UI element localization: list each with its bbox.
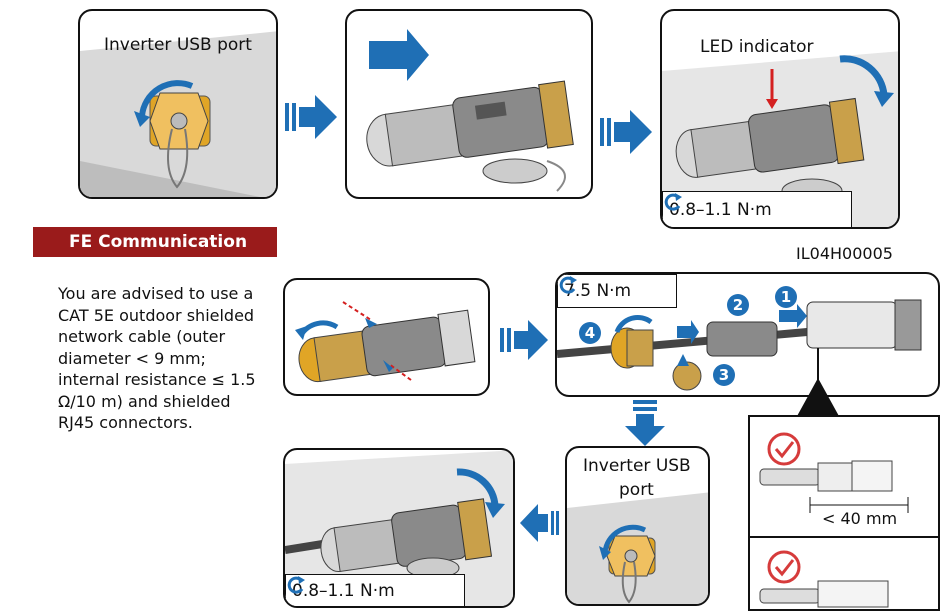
- figure-code: IL04H00005: [796, 244, 893, 263]
- torque-box: 0.8–1.1 N·m: [285, 574, 465, 606]
- final-connector-illustration: [285, 450, 513, 606]
- rotate-clockwise-icon: [664, 193, 682, 211]
- next-step-arrow: [500, 320, 548, 360]
- rj45-check-illustration: [750, 432, 938, 608]
- torque-box: 0.8–1.1 N·m: [662, 191, 852, 227]
- step-badge-4: 4: [579, 322, 601, 344]
- step-badge-2: 2: [727, 294, 749, 316]
- next-step-arrow: [600, 110, 652, 154]
- next-step-arrow: [285, 95, 337, 139]
- length-measure-label: < 40 mm: [822, 509, 898, 528]
- step5-panel: 7.5 N·m 1 2 3 4: [555, 272, 940, 397]
- rotate-clockwise-icon: [559, 276, 577, 294]
- description-text: You are advised to use a CAT 5E outdoor …: [58, 284, 256, 432]
- step3-panel: LED indicator 0.8–1.1 N·m: [660, 9, 900, 229]
- torque-value: 0.8–1.1 N·m: [669, 200, 772, 220]
- next-step-arrow-left: [520, 504, 559, 542]
- rotate-clockwise-icon: [287, 576, 305, 594]
- usb-port-label: Inverter USB port: [104, 35, 252, 55]
- usb-port-label-line2: port: [619, 480, 654, 500]
- step-badge-1: 1: [775, 286, 797, 308]
- step6-panel: Inverter USB port: [565, 446, 710, 606]
- section-title: FE Communication: [33, 227, 277, 257]
- connector-disassembly-illustration: [295, 301, 476, 383]
- step7-panel: 0.8–1.1 N·m: [283, 448, 515, 608]
- connector-illustration: [366, 29, 574, 192]
- torque-value: 0.8–1.1 N·m: [292, 581, 395, 601]
- step1-panel: Inverter USB port: [78, 9, 278, 199]
- callout-pointer: [796, 348, 840, 418]
- usb-port-illustration: [567, 492, 708, 604]
- led-indicator-label: LED indicator: [700, 37, 814, 57]
- usb-port-illustration: [80, 31, 276, 197]
- next-step-arrow-down: [625, 400, 665, 446]
- cable-check-inset: < 40 mm: [748, 415, 940, 611]
- step2-panel: [345, 9, 593, 199]
- torque-box: 7.5 N·m: [557, 274, 677, 308]
- cable-assembly-illustration: [557, 299, 922, 391]
- step-badge-3: 3: [713, 364, 735, 386]
- torque-value: 7.5 N·m: [564, 281, 632, 301]
- step4-panel: [283, 278, 490, 396]
- usb-port-label-line1: Inverter USB: [583, 456, 691, 476]
